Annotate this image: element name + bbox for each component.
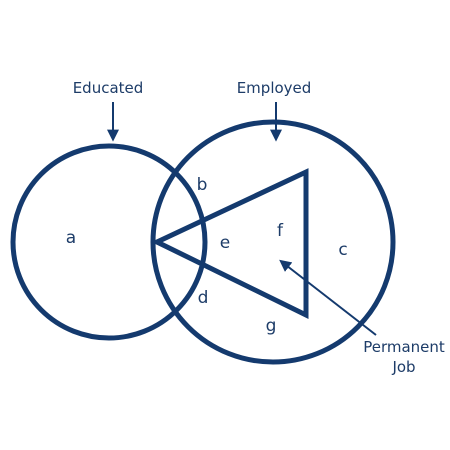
educated-label: Educated <box>73 79 144 97</box>
permanent-job-arrow <box>279 259 377 336</box>
permanent-job-triangle <box>151 168 309 320</box>
permanent-job-label-line1: Permanent <box>363 338 445 356</box>
region-c-label: c <box>338 240 347 260</box>
employed-label: Employed <box>237 79 312 97</box>
region-f-label: f <box>277 221 284 241</box>
permanent-job-label-line2: Job <box>391 358 415 376</box>
region-g-label: g <box>266 316 277 336</box>
educated-circle <box>10 143 208 341</box>
region-a-label: a <box>66 228 76 248</box>
region-b-label: b <box>197 175 208 195</box>
region-d-label: d <box>198 288 209 308</box>
region-e-label: e <box>220 233 230 253</box>
